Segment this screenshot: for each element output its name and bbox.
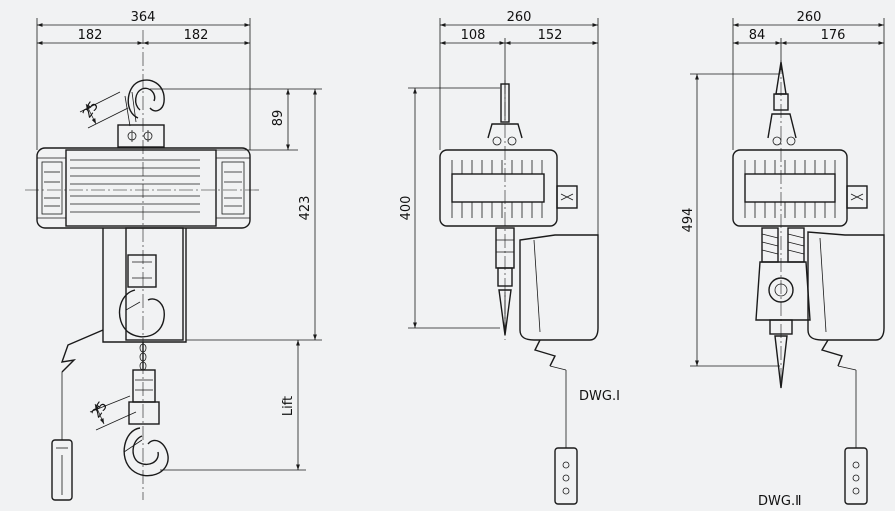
view-front-lift: 364 182 182 25	[25, 10, 322, 501]
load-chain	[139, 342, 147, 371]
dim-label-423: 423	[298, 196, 313, 221]
pendant-cable	[51, 329, 104, 501]
dim-label-260-v2: 260	[507, 10, 532, 25]
dim-label-lift: Lift	[281, 396, 296, 416]
dim-label-182-left: 182	[78, 28, 103, 43]
dim-label-152: 152	[538, 28, 563, 43]
view-dwg1: 260 108 152	[399, 10, 620, 505]
bottom-hook	[123, 369, 169, 477]
dim-label-108: 108	[461, 28, 486, 43]
dwg1-pendant	[519, 234, 599, 505]
dim-label-364: 364	[131, 10, 156, 25]
dim-label-260-v3: 260	[797, 10, 822, 25]
view-dwg2: 260 84 176	[681, 10, 885, 509]
dim-view3-height: 494	[681, 73, 780, 367]
top-hook	[117, 79, 165, 148]
dim-view2-width: 260 108 152	[439, 10, 599, 235]
dwg2-pendant	[807, 231, 885, 505]
dwg1-top-hook	[487, 83, 523, 146]
dim-view1-vertical: 89 423 Lift	[150, 88, 322, 471]
chain-box	[102, 227, 187, 343]
dim-view3-width: 260 84 176	[732, 10, 885, 235]
dwg2-top-hook	[767, 61, 797, 146]
dwg1-body	[439, 149, 578, 227]
dim-label-25-bottom: 25	[89, 399, 111, 421]
dwg1-chain-hook	[495, 227, 515, 336]
dim-label-176: 176	[821, 28, 846, 43]
dim-view2-height: 400	[399, 87, 500, 329]
drawing-label-dwg2: DWG.Ⅱ	[758, 494, 801, 509]
dim-label-89: 89	[271, 110, 286, 127]
dim-label-400: 400	[399, 196, 414, 221]
dim-label-494: 494	[681, 208, 696, 233]
dim-label-182-right: 182	[184, 28, 209, 43]
dwg2-spring-block	[755, 227, 811, 389]
dim-label-84: 84	[749, 28, 766, 43]
dim-view1-width: 364 182 182	[36, 10, 251, 150]
dwg2-body	[732, 149, 868, 227]
motor-body	[36, 147, 251, 229]
drawing-label-dwg1: DWG.Ⅰ	[579, 389, 620, 404]
dim-hook-top: 25	[79, 91, 129, 129]
